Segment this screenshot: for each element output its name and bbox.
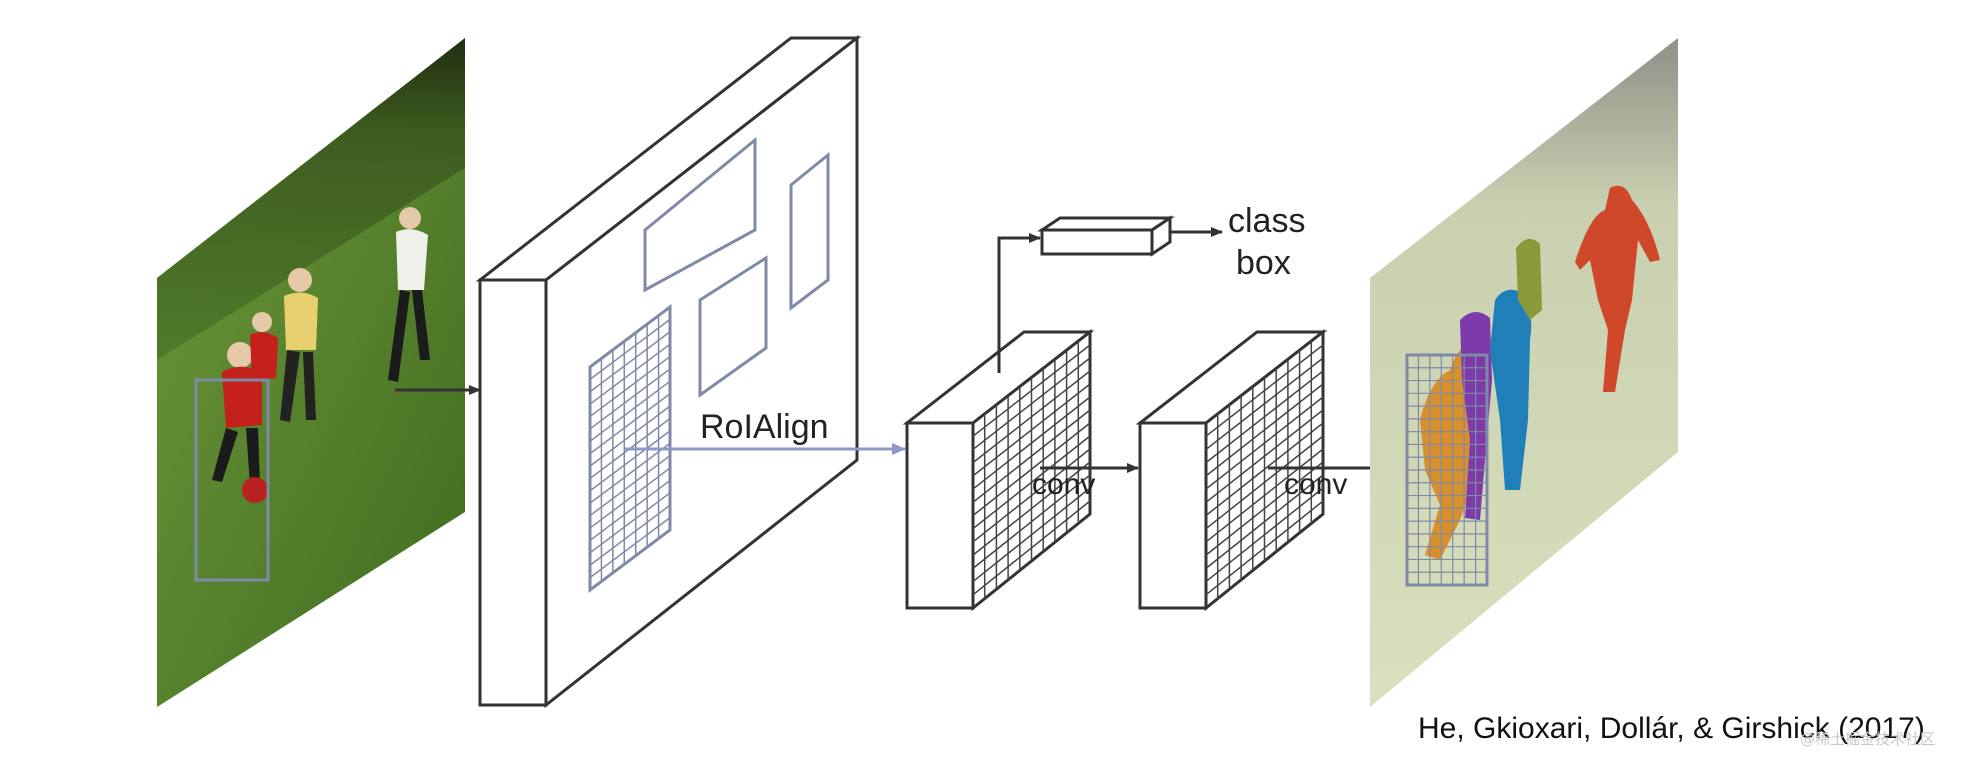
proposal-box-1 xyxy=(643,136,757,293)
grid-line xyxy=(589,479,671,542)
grid-line xyxy=(1205,344,1324,437)
fc-head-front xyxy=(1040,228,1154,256)
mask-olive xyxy=(1516,238,1542,320)
mask-blue xyxy=(1490,289,1532,490)
block2-side-face xyxy=(1138,421,1208,610)
grid-line xyxy=(972,383,1091,477)
grid-line xyxy=(589,318,671,380)
grid-line xyxy=(1205,409,1324,503)
grid-line xyxy=(972,357,1091,451)
grid-line xyxy=(972,344,1091,437)
grid-line xyxy=(972,422,1091,517)
grid-line xyxy=(972,396,1091,490)
grid-line xyxy=(589,467,671,529)
fc-head-box xyxy=(1037,215,1175,257)
grid-line xyxy=(1205,383,1324,477)
box-label: box xyxy=(1236,244,1291,282)
fc-head-top xyxy=(1037,216,1175,232)
grid-line xyxy=(589,368,671,430)
grid-line xyxy=(589,442,671,504)
feature-map-side-face xyxy=(478,278,548,707)
grid-line xyxy=(1205,357,1324,451)
grid-line xyxy=(972,474,1091,569)
grid-line xyxy=(589,517,671,579)
mask-red xyxy=(1575,185,1660,392)
grid-line xyxy=(589,455,671,517)
arrow-to-fc-head xyxy=(997,233,1041,373)
input-roi-box xyxy=(194,378,270,582)
block1-side-face xyxy=(905,421,975,610)
watermark: @稀土掘金技术社区 xyxy=(1800,730,1936,748)
class-label: class xyxy=(1228,202,1305,240)
grid-line xyxy=(1205,422,1324,517)
citation: He, Gkioxari, Dollár, & Girshick (2017) xyxy=(1418,712,1925,745)
grid-line xyxy=(1205,370,1324,464)
grid-line xyxy=(1205,435,1324,530)
grid-line xyxy=(589,393,671,455)
grid-line xyxy=(1205,500,1324,596)
grid-line xyxy=(589,331,671,393)
grid-line xyxy=(972,500,1091,596)
grid-line xyxy=(1205,487,1324,583)
input-image xyxy=(157,38,465,707)
grid-line xyxy=(972,435,1091,530)
grid-line xyxy=(589,430,671,492)
roialign-label: RoIAlign xyxy=(700,408,829,446)
grid-line xyxy=(1205,448,1324,543)
grid-line xyxy=(972,448,1091,543)
grid-line xyxy=(1205,474,1324,569)
grid-line xyxy=(589,380,671,442)
grid-line xyxy=(972,409,1091,503)
grid-line xyxy=(589,405,671,467)
proposal-box-3 xyxy=(789,151,830,312)
grid-line xyxy=(1205,461,1324,556)
grid-line xyxy=(589,504,671,566)
grid-line xyxy=(972,487,1091,583)
grid-line xyxy=(972,370,1091,464)
proposal-box-2 xyxy=(698,255,768,398)
conv-label-1: conv xyxy=(1032,468,1095,501)
grid-line xyxy=(972,461,1091,556)
grid-line xyxy=(589,343,671,405)
output-mask-image xyxy=(1370,38,1678,707)
conv-label-2: conv xyxy=(1284,468,1347,501)
grid-line xyxy=(589,492,671,554)
grid-line xyxy=(589,355,671,418)
block1-grid xyxy=(972,341,1091,599)
block2-grid xyxy=(1205,341,1324,599)
proposal-boxes xyxy=(643,136,830,398)
players xyxy=(212,207,430,503)
grid-line xyxy=(1205,396,1324,490)
output-roi-grid xyxy=(1407,355,1487,585)
input-image-background xyxy=(157,38,465,360)
